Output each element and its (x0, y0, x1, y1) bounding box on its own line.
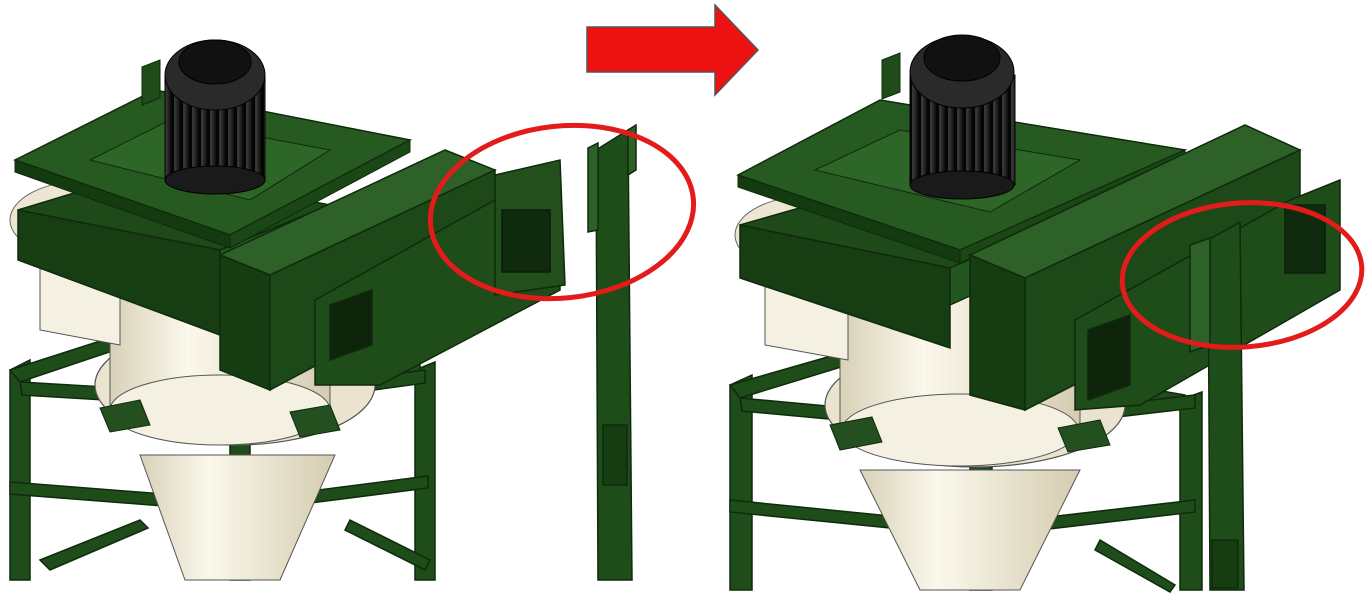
right-clamps (829, 416, 1111, 453)
left-motor (164, 39, 266, 195)
left-clamps (99, 399, 341, 438)
after-panel (728, 34, 1365, 593)
right-highlight-circle (1119, 200, 1365, 350)
right-cyclone-cone (859, 469, 1081, 591)
transition-arrow (586, 3, 760, 97)
left-support-post (587, 123, 637, 581)
left-highlight-circle (427, 122, 697, 302)
left-outlet-duct (218, 149, 566, 392)
before-panel (8, 39, 697, 581)
right-support-post (1189, 220, 1245, 591)
left-cyclone-cone (139, 454, 336, 581)
right-motor (909, 34, 1016, 200)
right-arrow-icon (586, 3, 760, 97)
